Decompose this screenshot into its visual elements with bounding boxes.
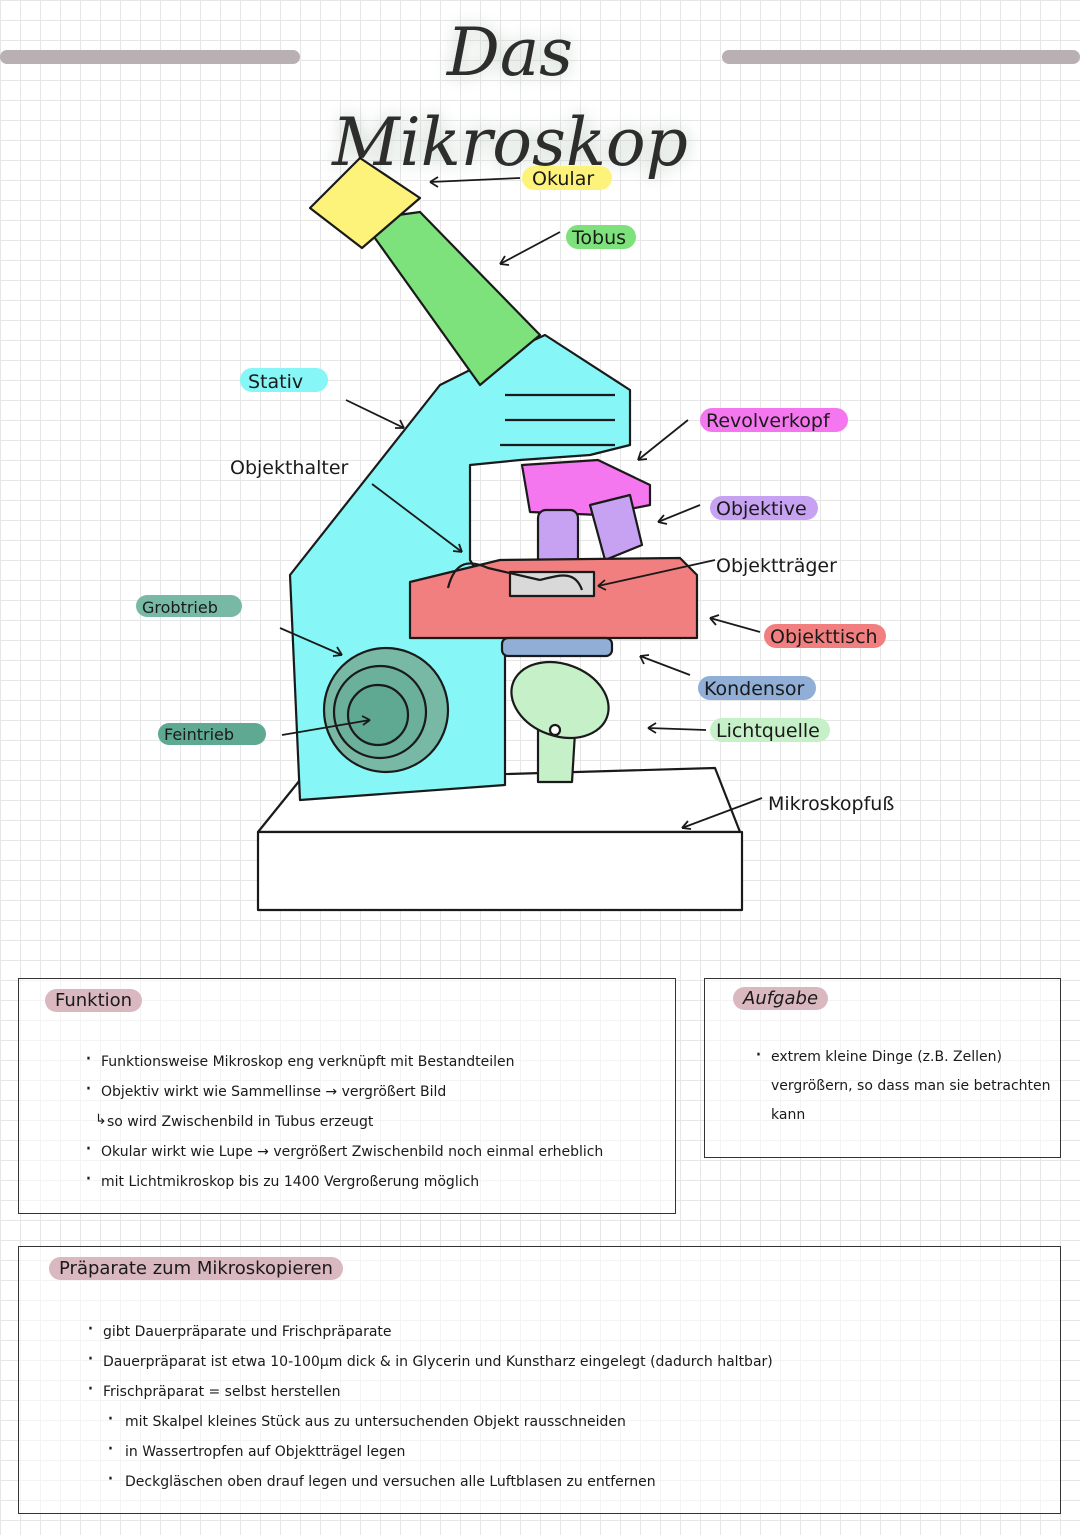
stage-shape [408,556,699,640]
list-item: Deckgläschen oben drauf legen und versuc… [103,1467,773,1497]
label-feintrieb: Feintrieb [164,725,234,744]
label-objektive: Objektive [716,498,807,520]
funktion-heading: Funktion [45,989,143,1012]
label-objekttisch: Objekttisch [770,626,878,648]
label-okular: Okular [532,168,594,190]
label-kondensor: Kondensor [704,678,804,700]
title-bar-left [0,50,300,64]
list-item: Objektiv wirkt wie Sammellinse → vergröß… [85,1077,603,1107]
label-lichtquelle: Lichtquelle [716,720,820,742]
list-item: in Wassertropfen auf Objektträgel legen [103,1437,773,1467]
label-objekttraeger: Objektträger [716,555,837,577]
list-item: so wird Zwischenbild in Tubus erzeugt [95,1107,603,1137]
list-item: Okular wirkt wie Lupe → vergrößert Zwisc… [85,1137,603,1167]
aufgabe-heading: Aufgabe [733,987,829,1010]
fine-focus-knob [346,683,410,747]
aufgabe-list: extrem kleine Dinge (z.B. Zellen) vergrö… [749,1043,1061,1130]
label-revolverkopf: Revolverkopf [706,410,831,432]
list-item: mit Lichtmikroskop bis zu 1400 Vergroßer… [85,1167,603,1197]
funktion-box: Funktion Funktionsweise Mikroskop eng ve… [18,978,676,1214]
page-title: Das Mikroskop [332,14,688,181]
objective-2 [588,493,644,562]
list-item: Funktionsweise Mikroskop eng verknüpft m… [85,1047,603,1077]
microscope-diagram: Okular Tobus Stativ Objekthalter Revolve… [136,156,894,912]
list-item: mit Skalpel kleines Stück aus zu untersu… [103,1407,773,1437]
praeparate-box: Präparate zum Mikroskopieren gibt Dauerp… [18,1246,1061,1514]
label-tobus: Tobus [571,227,626,249]
funktion-list: Funktionsweise Mikroskop eng verknüpft m… [79,1047,603,1197]
eyepiece-shape [308,156,422,250]
list-item: Frischpräparat = selbst herstellen [87,1377,773,1407]
condenser-shape [500,636,614,658]
light-lamp [510,660,610,740]
label-highlights [136,166,886,745]
slide-clip [446,562,541,589]
praeparate-list: gibt Dauerpräparate und Frischpräparate … [81,1317,773,1497]
list-item: gibt Dauerpräparate und Frischpräparate [87,1317,773,1347]
arrows [279,176,763,830]
label-objekthalter: Objekthalter [230,457,349,479]
title-bar-right [722,50,1080,64]
label-mikroskopfuss: Mikroskopfuß [768,793,894,815]
label-stativ: Stativ [248,371,303,393]
foot-base [256,830,744,912]
aufgabe-box: Aufgabe extrem kleine Dinge (z.B. Zellen… [704,978,1061,1158]
list-item: extrem kleine Dinge (z.B. Zellen) vergrö… [755,1043,1061,1130]
list-item: Dauerpräparat ist etwa 10-100μm dick & i… [87,1347,773,1377]
label-grobtrieb: Grobtrieb [142,598,218,617]
praeparate-heading: Präparate zum Mikroskopieren [49,1257,343,1280]
